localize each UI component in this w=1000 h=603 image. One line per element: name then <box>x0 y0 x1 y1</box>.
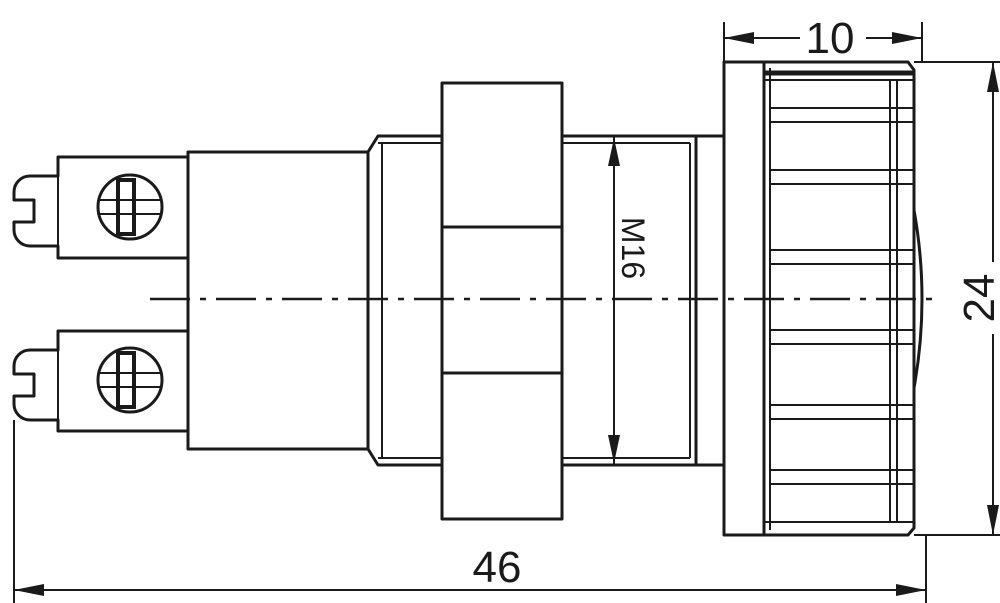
terminal-top <box>12 155 190 260</box>
terminal-bottom <box>12 329 190 433</box>
dimension-thread: M16 <box>608 136 654 465</box>
dimension-overall-length-label: 46 <box>473 543 522 592</box>
dimension-thread-label: M16 <box>615 217 651 279</box>
dimension-head-width-label: 10 <box>806 14 855 63</box>
threaded-sleeve <box>366 134 698 467</box>
collar <box>694 134 726 467</box>
knurled-head <box>722 60 924 537</box>
hex-nut <box>440 81 564 521</box>
dimension-head-diameter: 24 <box>914 61 1000 536</box>
rear-body <box>186 150 370 451</box>
lens-dome <box>912 209 924 389</box>
dimension-overall-length: 46 <box>13 420 927 603</box>
knurl-ribs <box>769 107 915 485</box>
dimension-head-width: 10 <box>723 14 923 63</box>
dimension-head-diameter-label: 24 <box>955 274 1000 323</box>
